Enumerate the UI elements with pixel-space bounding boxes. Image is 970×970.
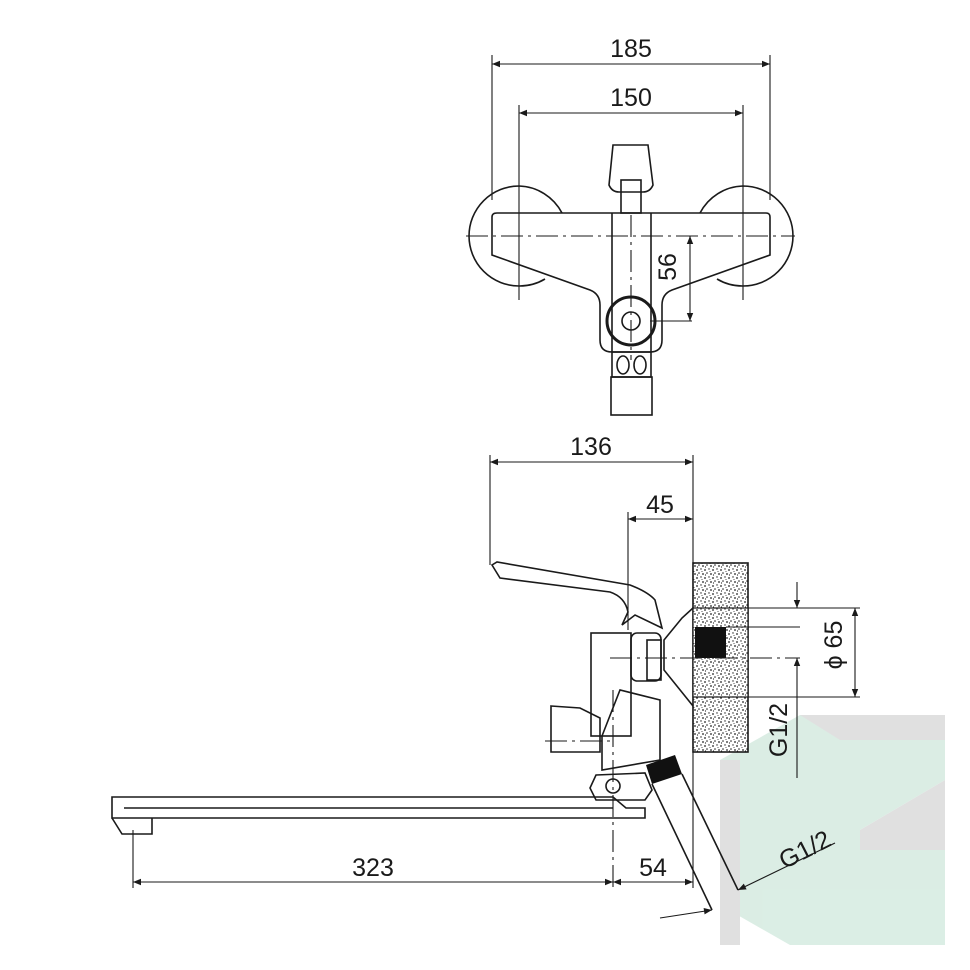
- dim-spout-length: 323: [352, 854, 394, 882]
- top-view: [466, 55, 795, 416]
- watermark-logo: [720, 715, 945, 945]
- dim-depth: 136: [570, 433, 612, 461]
- dim-inlet-thread: G1/2: [765, 703, 793, 757]
- side-view: [111, 455, 860, 919]
- dim-handle-depth: 45: [646, 491, 674, 519]
- dim-overall-width: 185: [610, 35, 652, 63]
- dim-flange-diameter: ϕ 65: [820, 621, 848, 670]
- dim-center-distance: 150: [610, 84, 652, 112]
- dim-spout-offset: 54: [639, 854, 667, 882]
- dim-handle-offset: 56: [654, 253, 682, 281]
